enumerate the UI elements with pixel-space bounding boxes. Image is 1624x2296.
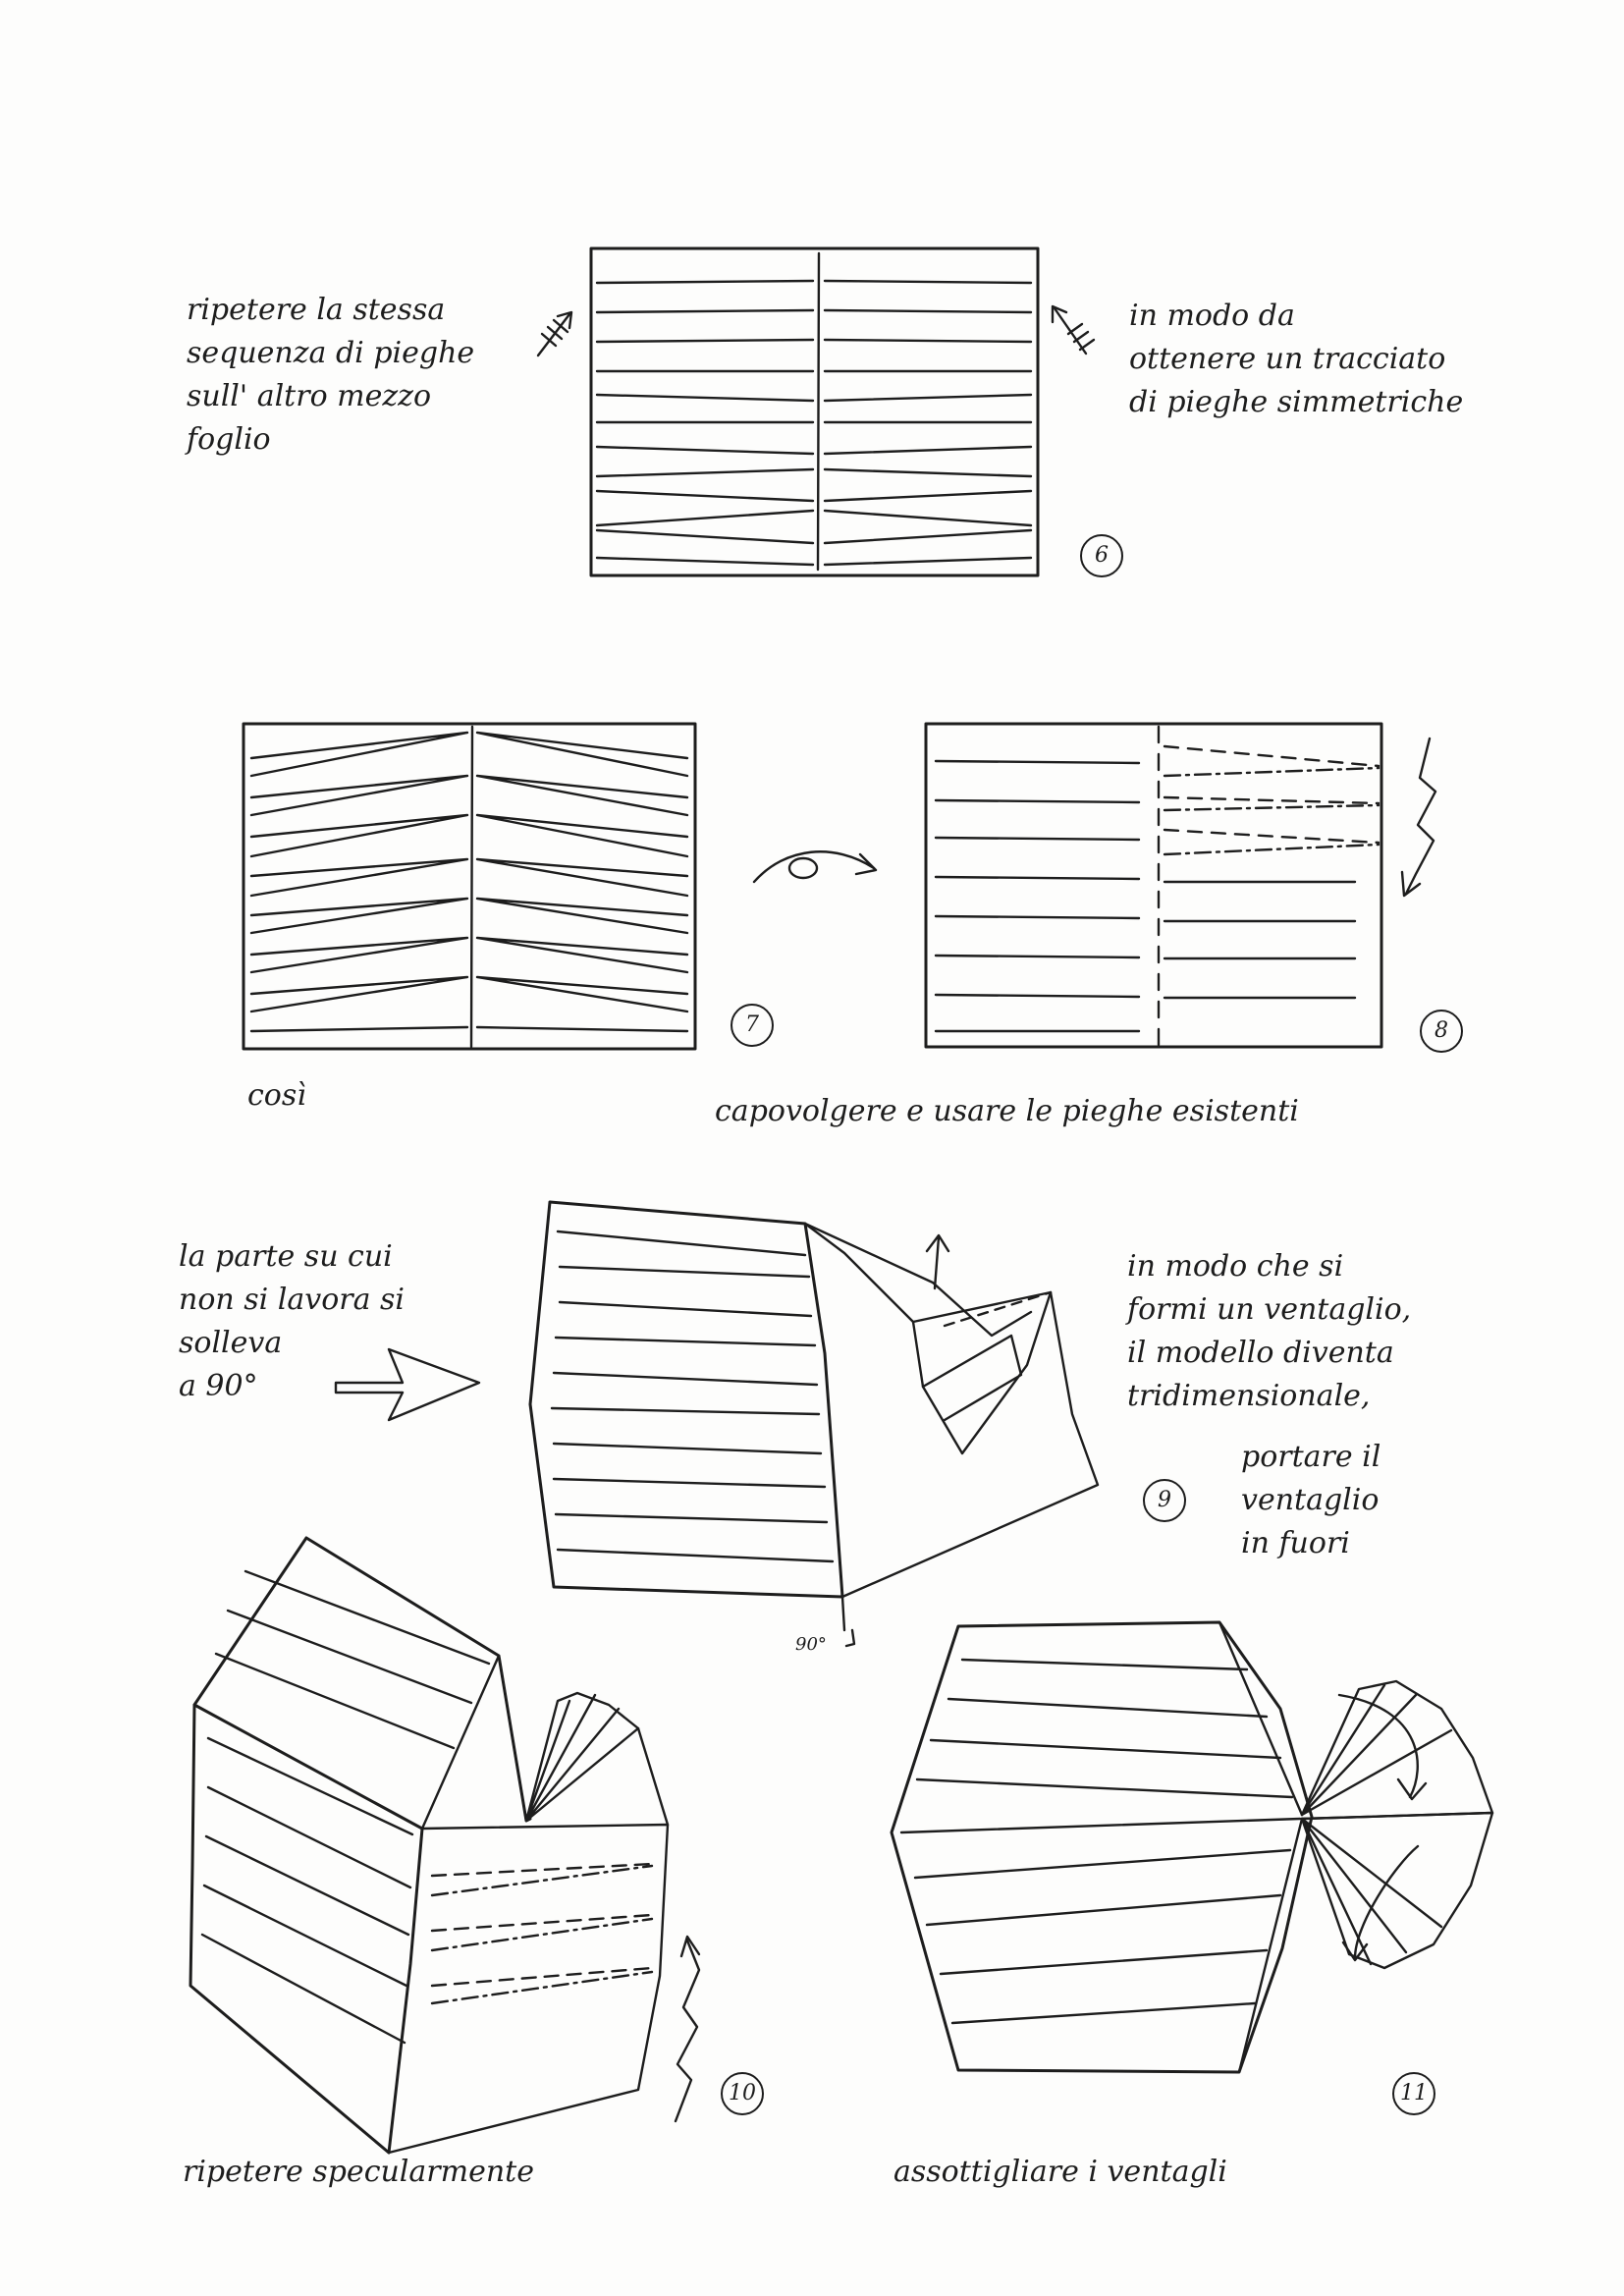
step9-number-badge: 9 [1143, 1479, 1186, 1522]
step11-diagram [890, 1620, 1494, 2074]
step10-zigzag-arrow [674, 1935, 701, 2123]
step9-angle-label: 90° [795, 1634, 827, 1655]
step6-diagram [536, 246, 1096, 577]
step6-repeat-arrow-left [536, 310, 573, 357]
step6-repeat-arrow-right [1051, 304, 1096, 355]
step10-diagram [189, 1536, 701, 2155]
step7-caption: così [247, 1078, 306, 1113]
step9-note-right: in modo che si formi un ventaglio, il mo… [1127, 1249, 1412, 1413]
turn-over-symbol [752, 850, 878, 884]
step8-diagram [924, 722, 1437, 1049]
step6-number-badge: 6 [1080, 534, 1123, 577]
step9-diagram [528, 1200, 1100, 1648]
step11-number-badge: 11 [1392, 2072, 1435, 2115]
step7-number-badge: 7 [731, 1004, 774, 1047]
step10-number-badge: 10 [721, 2072, 764, 2115]
step11-caption: assottigliare i ventagli [893, 2155, 1227, 2189]
step8-caption: capovolgere e usare le pieghe esistenti [715, 1094, 1299, 1128]
step6-note-left: ripetere la stessa sequenza di pieghe su… [187, 293, 475, 457]
step8-number-badge: 8 [1420, 1010, 1463, 1053]
step10-caption: ripetere specularmente [183, 2155, 534, 2189]
step6-note-right: in modo da ottenere un tracciato di pieg… [1129, 299, 1464, 419]
step9-note-right-secondary: portare il ventaglio in fuori [1241, 1440, 1381, 1560]
step9-note-left: la parte su cui non si lavora si solleva… [179, 1239, 406, 1403]
step8-zigzag-arrow [1400, 737, 1437, 898]
step7-diagram [242, 722, 697, 1051]
step9-arrow-right [334, 1347, 481, 1422]
